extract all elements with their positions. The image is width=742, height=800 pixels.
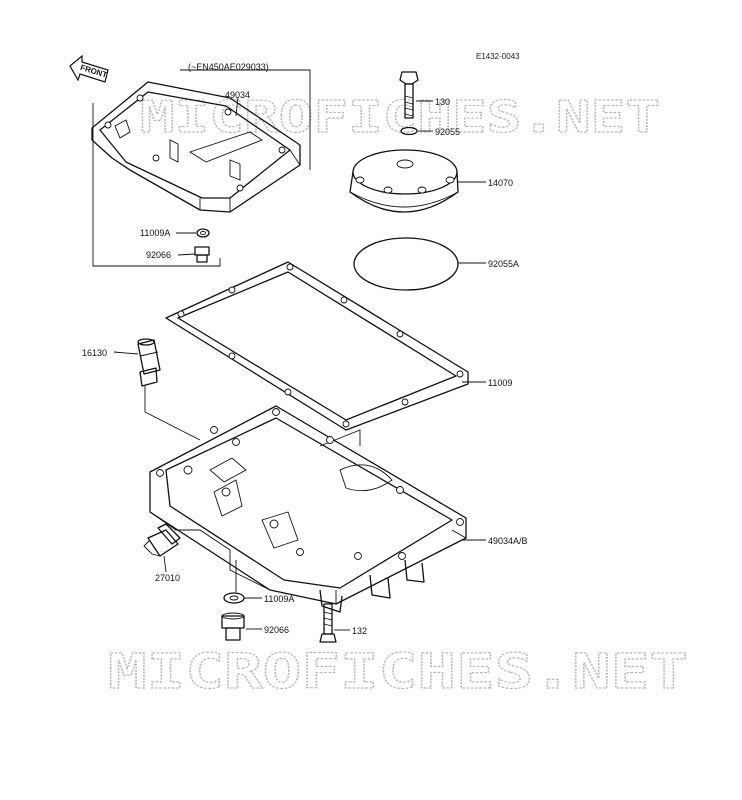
part-label-92055: 92055: [435, 127, 460, 137]
part-label-16130: 16130: [82, 348, 107, 358]
drain-plug-92066-bottom-drawing: [221, 612, 245, 641]
oil-pan-49034ab-drawing: [149, 405, 467, 613]
fitting-16130-drawing: [137, 338, 161, 387]
part-label-49034: 49034: [225, 90, 250, 100]
drain-plug-92066-top-drawing: [194, 246, 210, 263]
part-label-132: 132: [352, 626, 367, 636]
part-label-49034ab: 49034A/B: [488, 536, 528, 546]
early-oil-pan-inset: (~EN450AE029033): [91, 62, 311, 267]
bolt-130-drawing: [399, 71, 419, 119]
part-label-130: 130: [435, 97, 450, 107]
diagram-reference-code: E1432-0043: [476, 52, 520, 61]
part-label-11009a-top: 11009A: [140, 228, 170, 238]
gasket-11009-drawing: [165, 261, 469, 431]
oring-92055a-drawing: [353, 237, 459, 291]
part-label-27010: 27010: [155, 573, 180, 583]
bolt-132-drawing: [319, 603, 337, 643]
front-arrow-icon: FRONT: [69, 54, 109, 83]
part-label-14070: 14070: [488, 178, 513, 188]
oring-92055-drawing: [400, 126, 418, 136]
oil-pan-49034-drawing: [91, 81, 301, 213]
washer-11009a-top-drawing: [196, 228, 210, 238]
watermark-top: MICROFICHES.NET: [140, 92, 660, 143]
part-label-11009: 11009: [488, 378, 512, 388]
part-label-92066-bottom: 92066: [264, 625, 289, 635]
part-label-92066-top: 92066: [146, 250, 171, 260]
part-label-11009a-bottom: 11009A: [264, 594, 294, 604]
variant-note: (~EN450AE029033): [188, 62, 269, 72]
cover-14070-drawing: [349, 149, 459, 213]
watermark-bottom: MICROFICHES.NET: [108, 644, 688, 700]
washer-11009a-bottom-drawing: [223, 592, 245, 604]
switch-27010-drawing: [143, 523, 181, 557]
part-label-92055a: 92055A: [488, 259, 519, 269]
